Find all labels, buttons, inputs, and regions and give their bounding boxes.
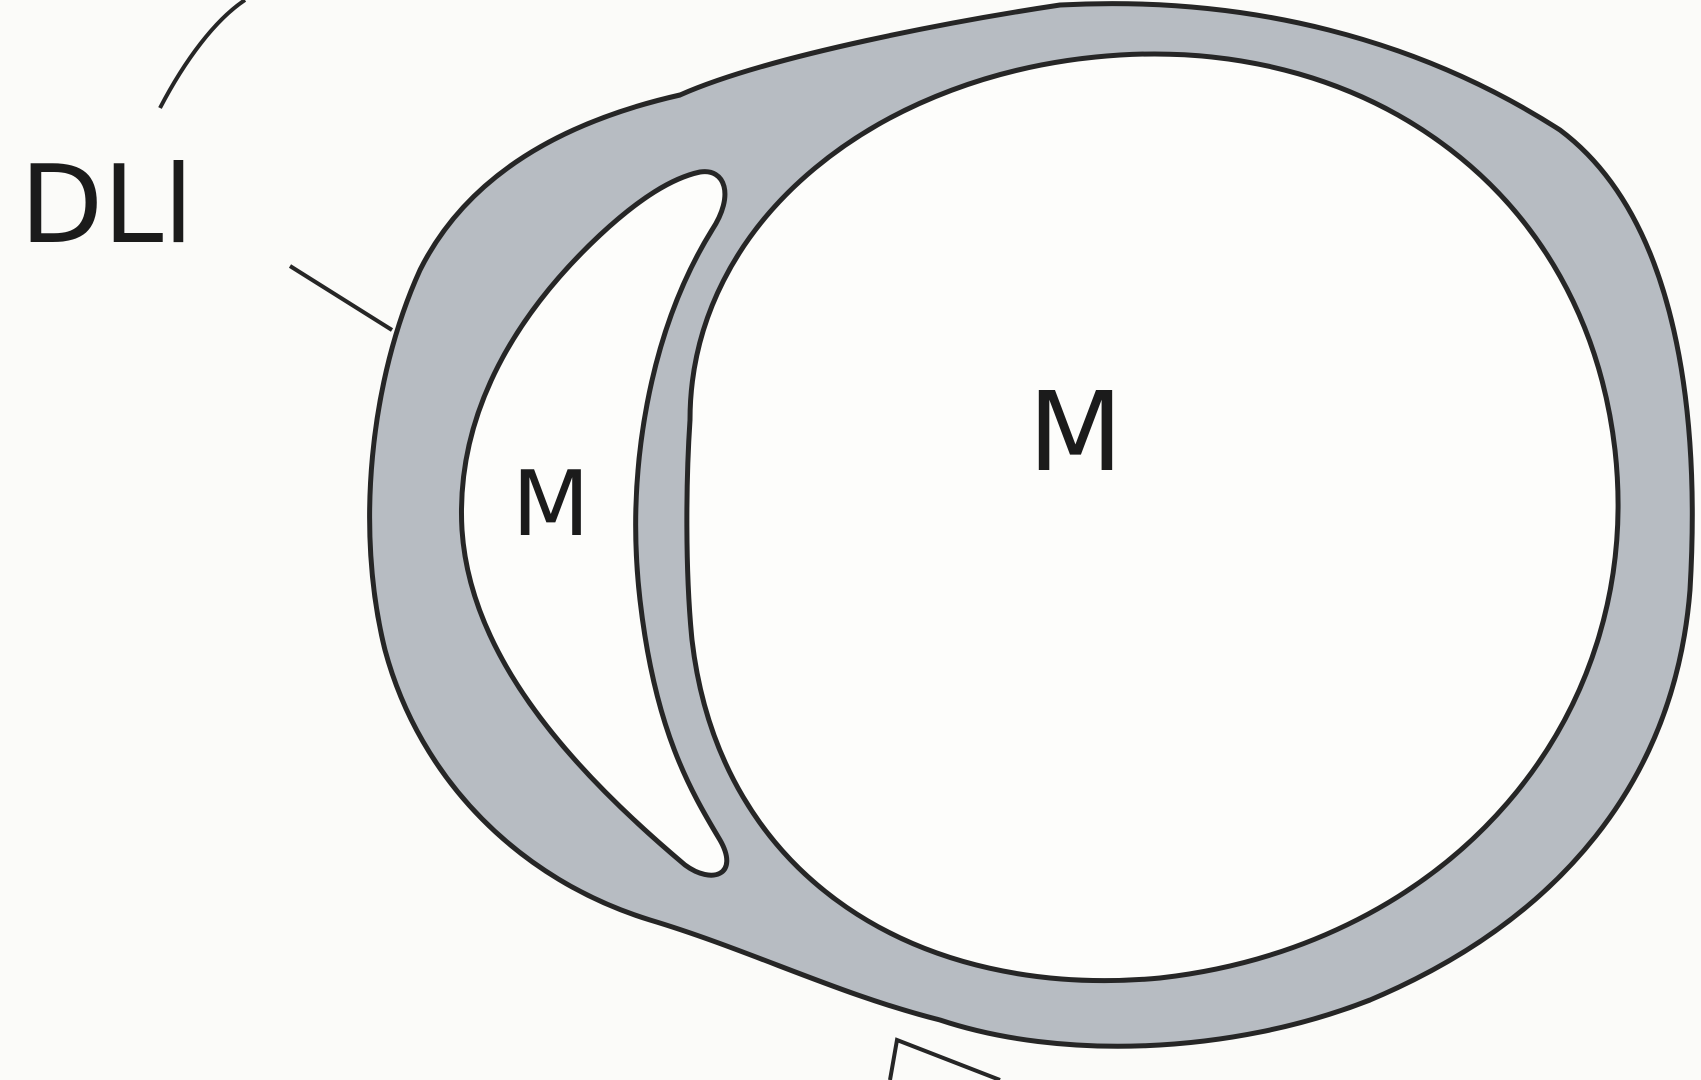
large-cavity-label: M <box>1028 368 1123 496</box>
leader-line-bottom <box>890 1040 1000 1080</box>
small-cavity-label: M <box>512 452 590 557</box>
leader-line-layer <box>290 266 392 330</box>
leader-line-top <box>160 0 245 108</box>
layer-label: DLl <box>20 143 193 268</box>
